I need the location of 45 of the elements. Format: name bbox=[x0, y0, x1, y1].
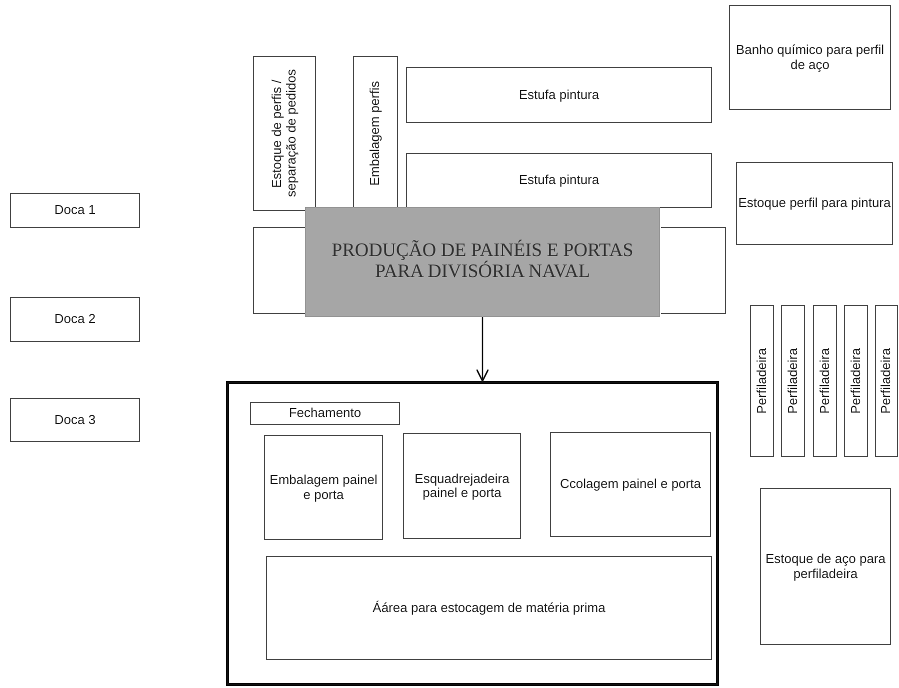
area-box bbox=[10, 398, 140, 442]
area-label: Esquadrejadeira painel e porta bbox=[414, 470, 510, 502]
area-label: Estufa pintura bbox=[518, 86, 600, 104]
area-label: PRODUÇÃO DE PAINÉIS E PORTAS PARA DIVISÓRIA NAVAL bbox=[330, 240, 634, 284]
area-box bbox=[10, 297, 140, 342]
production-hall-frame bbox=[226, 381, 719, 686]
machine-area-box bbox=[875, 305, 898, 457]
area-box bbox=[736, 162, 893, 245]
machine-area-box bbox=[844, 305, 868, 457]
area-box bbox=[729, 5, 891, 110]
area-label: Doca 1 bbox=[53, 202, 97, 219]
area-label: Estoque de aço para perfiladeira bbox=[764, 551, 886, 582]
area-box bbox=[266, 556, 712, 660]
production-area-box bbox=[305, 207, 660, 317]
area-box bbox=[406, 67, 712, 123]
area-box bbox=[403, 433, 521, 539]
area-label: Ccolagem painel e porta bbox=[559, 476, 702, 493]
area-label: Perfiladeira bbox=[848, 347, 864, 415]
machine-area-box bbox=[781, 305, 805, 457]
area-label: Fechamento bbox=[288, 405, 362, 422]
machine-area-box bbox=[813, 305, 837, 457]
area-label: Perfiladeira bbox=[754, 347, 770, 415]
area-label: Estoque perfil para pintura bbox=[737, 195, 892, 212]
area-label: Estoque de perfis / separação de pedidos bbox=[269, 68, 300, 200]
area-label: Banho químico para perfil de aço bbox=[734, 42, 886, 73]
area-label: Doca 2 bbox=[53, 311, 97, 328]
area-box bbox=[760, 488, 891, 645]
area-box bbox=[10, 193, 140, 228]
arrow bbox=[476, 317, 490, 382]
area-box bbox=[264, 435, 383, 540]
area-label: Doca 3 bbox=[53, 412, 97, 428]
area-label: Áárea para estocagem de matéria prima bbox=[372, 600, 606, 616]
empty-area-box bbox=[253, 227, 306, 314]
area-box bbox=[250, 402, 400, 425]
area-label: Embalagem painel e porta bbox=[268, 472, 378, 503]
area-label: Perfiladeira bbox=[816, 347, 833, 415]
area-box bbox=[406, 153, 712, 208]
area-label: Perfiladeira bbox=[784, 347, 801, 415]
machine-area-box bbox=[750, 305, 774, 457]
area-label: Perfiladeira bbox=[878, 347, 894, 415]
machine-area-box bbox=[253, 56, 316, 211]
area-label: Embalagem perfis bbox=[367, 80, 384, 187]
empty-area-box bbox=[661, 227, 726, 314]
area-box bbox=[550, 432, 711, 537]
area-label: Estufa pintura bbox=[518, 172, 600, 189]
